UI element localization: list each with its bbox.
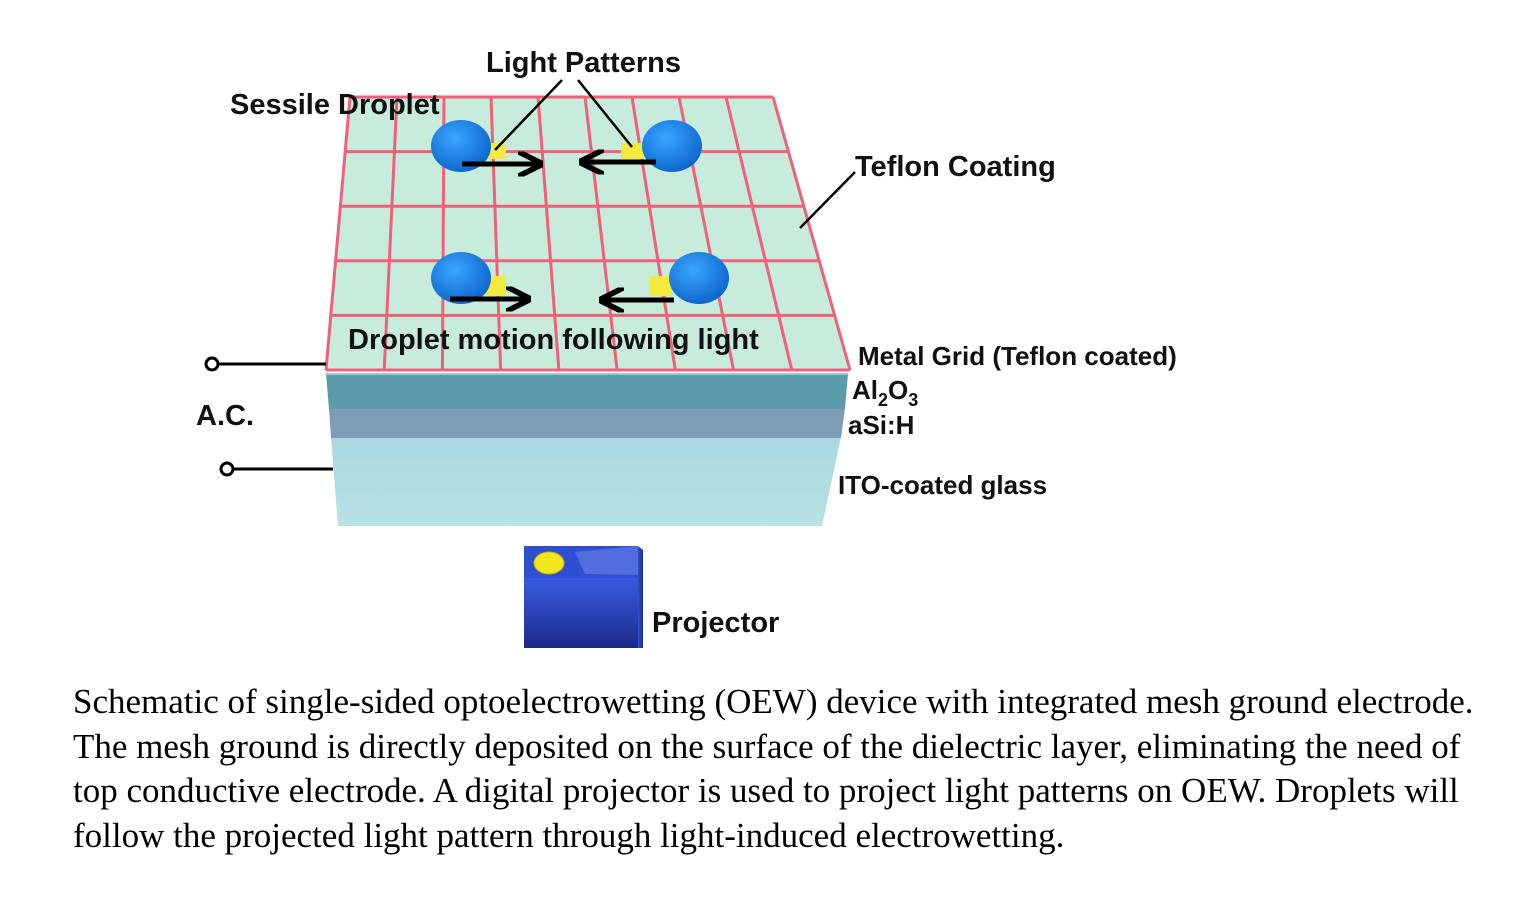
grid-line-vertical [583,96,619,371]
grid-line-vertical [536,96,561,371]
light-spot [486,143,506,159]
leader-line [799,171,856,229]
al2o3-layer [326,374,848,409]
light-spot [621,143,643,159]
layer-stack [326,373,848,526]
diagram-labels: Light Patterns Sessile Droplet Teflon Co… [196,47,1177,639]
sessile-droplet [431,120,491,172]
projector [524,546,643,648]
label-metal-grid: Metal Grid (Teflon coated) [858,341,1177,371]
label-teflon-coating: Teflon Coating [855,151,1056,183]
leader-lines [494,79,856,229]
grid-line-vertical [630,96,677,371]
label-droplet-motion: Droplet motion following light [348,324,759,356]
label-projector: Projector [652,607,779,639]
label-ac: A.C. [196,400,254,432]
label-ito: ITO-coated glass [838,470,1047,500]
light-spot [650,276,672,296]
oew-device-diagram: Light Patterns Sessile Droplet Teflon Co… [196,47,1177,648]
grid-line-vertical [324,96,352,371]
asih-layer [329,408,845,438]
grid-line-vertical [724,96,794,371]
label-light-patterns: Light Patterns [486,47,681,79]
grid-line-vertical [771,96,852,371]
grid-line-vertical [382,96,399,371]
light-spots [486,143,672,296]
projector-top-shine [575,546,640,575]
sessile-droplet [431,252,491,304]
projector-front [524,578,638,648]
label-al2o3: Al2O3 [852,375,918,410]
label-sessile-droplet: Sessile Droplet [230,89,440,121]
leader-line [577,79,633,148]
leader-line [494,79,563,151]
ac-terminal-top [204,356,220,372]
grid-line-vertical [489,96,503,371]
ac-terminals [204,356,333,477]
metal-grid-lines [324,95,852,372]
motion-arrows [450,162,674,300]
sessile-droplet [642,120,702,172]
light-spot [486,276,506,296]
ito-glass-layer [331,437,841,526]
label-asih: aSi:H [848,410,914,440]
projector-lens [533,551,565,575]
droplets [431,120,729,304]
figure-caption: Schematic of single-sided optoelectrowet… [73,682,1474,855]
projector-side [638,546,643,648]
sessile-droplet [669,252,729,304]
ac-terminal-bottom [219,461,235,477]
